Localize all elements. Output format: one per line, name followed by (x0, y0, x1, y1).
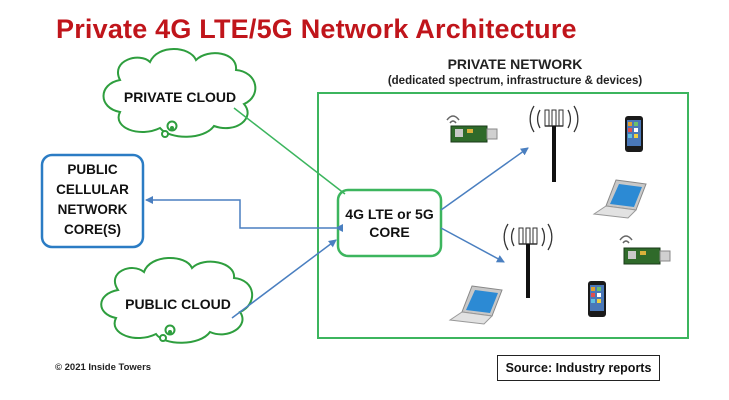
cell-tower-icon (503, 223, 553, 298)
private-network-heading: PRIVATE NETWORK (dedicated spectrum, inf… (370, 56, 660, 87)
private-network-subtitle: (dedicated spectrum, infrastructure & de… (387, 75, 643, 87)
smartphone-icon (588, 281, 606, 317)
page-title: Private 4G LTE/5G Network Architecture (56, 14, 577, 44)
private-network-title: PRIVATE NETWORK (447, 56, 583, 72)
cell-tower-icon (529, 105, 579, 182)
laptop-icon (448, 285, 503, 325)
link-core-tower-bottom (440, 227, 505, 263)
public-core-line: CORE(S) (64, 222, 121, 237)
link-private-cloud-core (233, 107, 346, 195)
public-core-line: CELLULAR (56, 182, 129, 197)
core-label: 4G LTE or 5G CORE (338, 205, 441, 241)
iot-module-icon (619, 235, 671, 265)
source-text: Source: Industry reports (505, 361, 652, 375)
public-core-box (40, 153, 145, 249)
link-public-core-core (145, 196, 343, 232)
smartphone-icon (625, 116, 643, 152)
core-line: CORE (369, 224, 410, 240)
link-public-cloud-core (231, 239, 337, 319)
iot-module-icon (446, 115, 498, 143)
link-core-tower-top (440, 147, 529, 211)
private-cloud-label: PRIVATE CLOUD (123, 89, 237, 105)
public-core-line: NETWORK (57, 202, 128, 217)
public-core-label: PUBLIC CELLULAR NETWORK CORE(S) (42, 160, 143, 240)
public-cloud-label: PUBLIC CLOUD (125, 296, 231, 312)
public-core-line: PUBLIC (67, 162, 118, 177)
source-box: Source: Industry reports (497, 355, 660, 381)
laptop-icon (592, 179, 647, 219)
copyright-text: © 2021 Inside Towers (55, 362, 152, 373)
private-cloud (102, 48, 257, 138)
core-line: 4G LTE or 5G (345, 206, 434, 222)
